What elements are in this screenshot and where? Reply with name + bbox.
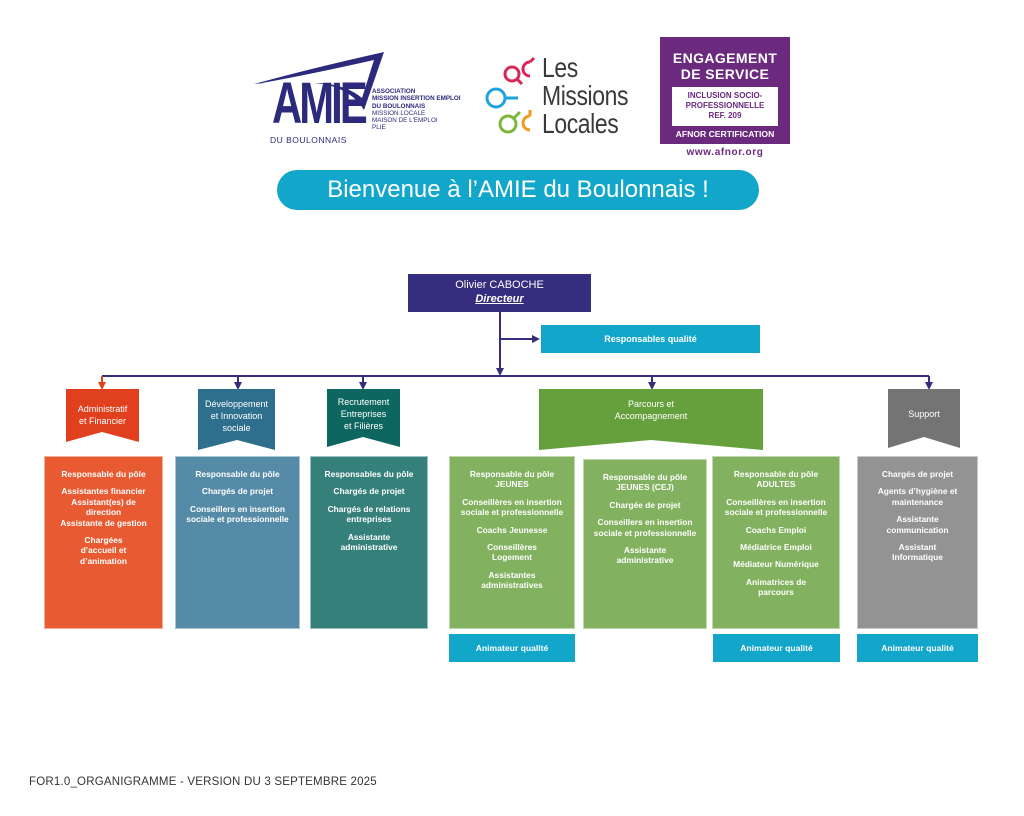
role-item: Conseillères en insertion sociale et pro… — [460, 496, 564, 518]
banner-line: Accompagnement — [614, 411, 688, 421]
afnor-certification-badge: ENGAGEMENT DE SERVICE INCLUSION SOCIO- P… — [660, 37, 790, 159]
quality-animator-adultes: Animateur qualité — [713, 634, 840, 662]
amie-line: MISSION LOCALE — [372, 109, 426, 117]
banner-line: Parcours et — [627, 399, 675, 409]
amie-swoosh-icon — [254, 52, 384, 110]
amie-line: DU BOULONNAIS — [372, 102, 426, 110]
afnor-title-line: DE SERVICE — [680, 66, 770, 82]
amie-line: MISSION INSERTION EMPLOI — [372, 95, 461, 103]
banner-line: Recrutement — [337, 397, 390, 407]
role-item: Chargés de projet — [333, 486, 405, 497]
pole-card-jeunes: Responsable du pôle JEUNES Conseillères e… — [449, 456, 575, 629]
role-item: Conseillers en insertion sociale et prof… — [186, 503, 289, 525]
pole-banner-parcours: Parcours et Accompagnement — [539, 398, 763, 422]
quality-animator-jeunes: Animateur qualité — [449, 634, 575, 662]
role-item: Responsable du pôle ADULTES — [733, 469, 819, 490]
missions-locales-wordmark: Les Missions Locales — [542, 54, 628, 138]
role-item: Responsables du pôle — [324, 469, 414, 479]
role-item: Chargée de projet — [609, 499, 681, 510]
director-box: Olivier CABOCHE Directeur — [408, 274, 591, 312]
wordmark-line: Les — [542, 52, 578, 83]
banner-line: et Financier — [78, 416, 127, 426]
role-item: Responsable du pôle JEUNES (CEJ) — [602, 472, 688, 493]
amie-wordmark: AMIE — [272, 71, 368, 136]
role-item: Responsable du pôle — [195, 469, 280, 479]
pole-card-adultes: Responsable du pôle ADULTES Conseillères … — [712, 456, 840, 629]
afnor-inner-panel: INCLUSION SOCIO- PROFESSIONNELLE REF. 20… — [672, 87, 778, 126]
role-item: Assistantes administratives — [481, 569, 543, 591]
pole-banner-support: Support — [888, 408, 960, 420]
role-item: Coachs Jeunesse — [476, 524, 548, 535]
amie-description: ASSOCIATION MISSION INSERTION EMPLOI DU … — [372, 88, 461, 132]
wordmark-line: Missions — [542, 80, 629, 111]
afnor-title-line: ENGAGEMENT — [672, 50, 778, 66]
role-item: Chargés de projet — [201, 486, 274, 497]
role-item: Assistante communication — [886, 514, 949, 535]
afnor-inner-line: REF. 209 — [708, 111, 742, 120]
role-item: Responsable du pôle JEUNES — [469, 469, 555, 490]
role-item: Conseillères en insertion sociale et pro… — [724, 496, 828, 518]
afnor-url: www.afnor.org — [686, 147, 764, 158]
afnor-inner-line: PROFESSIONNELLE — [685, 101, 765, 110]
role-item: Chargés de relations entreprises — [327, 503, 411, 525]
role-item: Conseillères Logement — [487, 542, 537, 563]
role-item: Chargés de projet — [881, 469, 954, 479]
amie-line: MAISON DE L'EMPLOI — [372, 117, 438, 125]
role-item: Animatrices de parcours — [745, 576, 807, 598]
role-item: Assistantes financier Assistant(es) de d… — [60, 486, 147, 528]
banner-line: sociale — [222, 423, 251, 433]
pole-banner-dev: Développement et Innovation sociale — [196, 398, 277, 434]
role-item: Coachs Emploi — [745, 524, 807, 535]
amie-logo: AMIE DU BOULONNAIS ASSOCIATION MISSION I… — [252, 50, 484, 150]
role-item: Responsable du pôle — [61, 469, 146, 479]
document-footer: FOR1.0_ORGANIGRAMME - VERSION DU 3 SEPTE… — [29, 776, 377, 788]
role-item: Chargées d’accueil et d’animation — [80, 535, 127, 566]
role-item: Assistante administrative — [616, 545, 674, 566]
pole-card-cej: Responsable du pôle JEUNES (CEJ) Chargée … — [583, 459, 707, 629]
afnor-certification-label: AFNOR CERTIFICATION — [675, 129, 775, 139]
amie-line: PLIE — [372, 124, 386, 132]
wordmark-line: Locales — [542, 108, 619, 139]
director-name: Olivier CABOCHE — [455, 279, 544, 291]
magnifier-cluster-icon — [485, 56, 536, 134]
role-item: Assistant Informatique — [892, 542, 943, 563]
welcome-banner: Bienvenue à l’AMIE du Boulonnais ! — [277, 170, 759, 210]
amie-line: ASSOCIATION — [372, 88, 416, 95]
banner-line: Support — [908, 409, 940, 419]
quality-animator-support: Animateur qualité — [857, 634, 978, 662]
banner-line: et Innovation — [210, 411, 263, 421]
missions-locales-logo: Les Missions Locales — [484, 52, 654, 144]
banner-line: Développement — [204, 399, 269, 409]
banner-line: Entreprises — [340, 409, 387, 419]
pole-banner-recrut: Recrutement Entreprises et Filières — [327, 396, 400, 432]
role-item: Agents d’hygiène et maintenance — [877, 486, 958, 507]
banner-line: et Filières — [343, 421, 383, 431]
quality-managers-box: Responsables qualité — [541, 325, 760, 353]
director-role: Directeur — [475, 293, 524, 305]
role-item: Conseillers en insertion sociale et prof… — [593, 517, 697, 538]
banner-line: Administratif — [77, 404, 128, 414]
role-item: Médiateur Numérique — [733, 559, 819, 570]
role-item: Médiatrice Emploi — [740, 542, 812, 553]
pole-banner-admin: Administratif et Financier — [66, 403, 139, 427]
amie-subtitle: DU BOULONNAIS — [270, 135, 347, 145]
afnor-inner-line: INCLUSION SOCIO- — [687, 91, 763, 100]
role-item: Assistante administrative — [340, 531, 398, 553]
